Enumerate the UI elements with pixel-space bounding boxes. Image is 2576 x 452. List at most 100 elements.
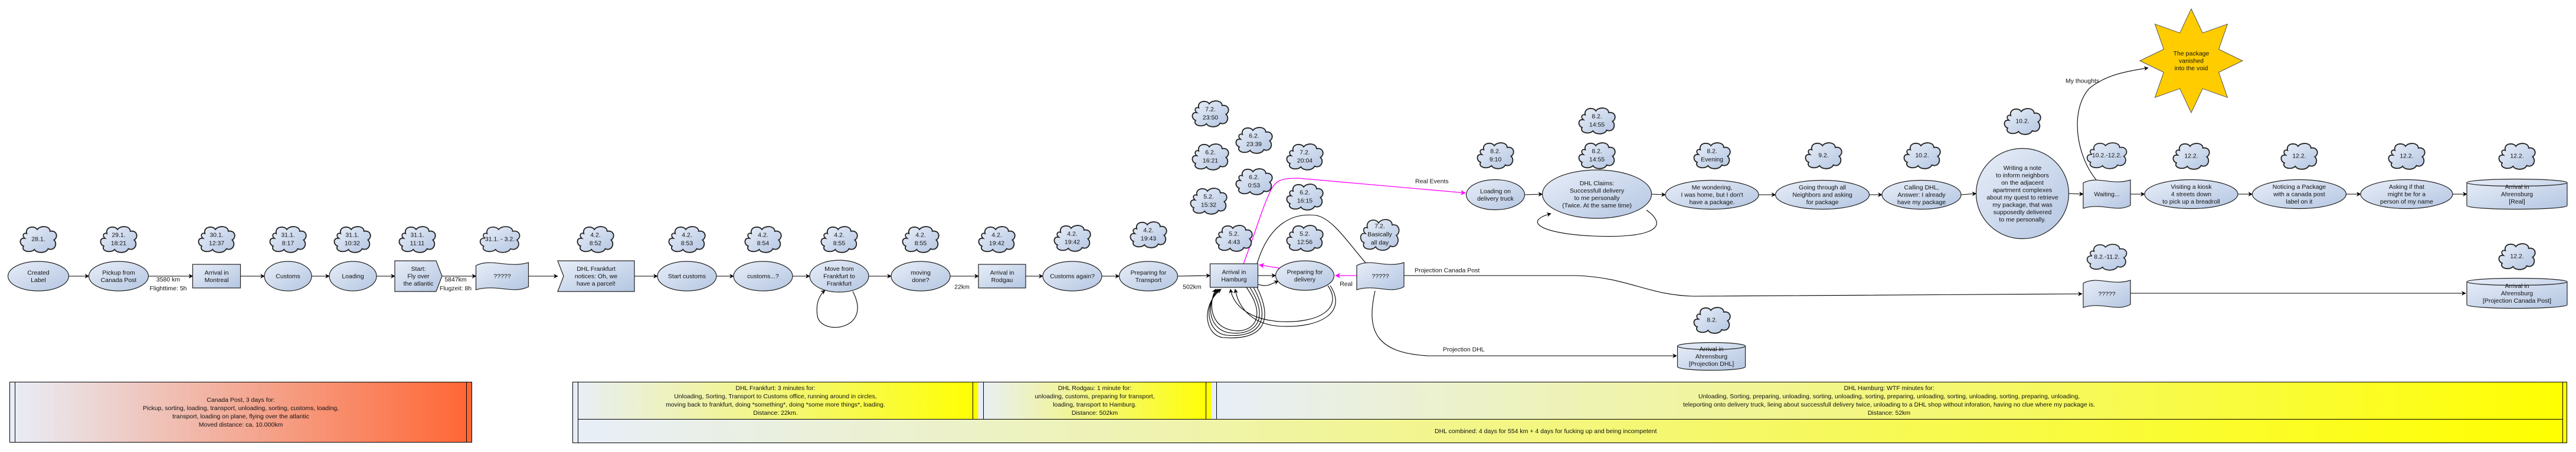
- timestamp-cloud: 12.2.: [2281, 143, 2317, 169]
- node-customs[interactable]: Customs: [264, 261, 312, 291]
- label-text: about my quest to retrieve: [1986, 194, 2058, 201]
- box-divider: [572, 382, 578, 443]
- cloud-shape: [978, 227, 1014, 253]
- summary-dhl-frankfurt: DHL Frankfurt: 3 minutes for: Unloading,…: [572, 382, 978, 420]
- node-loading[interactable]: Loading: [329, 261, 377, 291]
- label-text: 5.2.: [1203, 194, 1214, 201]
- label-text: Writing a note: [2004, 165, 2042, 172]
- connector-layer: [68, 66, 2467, 358]
- summary-line: moving back to frankfurt, doing *somethi…: [666, 401, 885, 408]
- timestamp-cloud: 4.2.8:55: [821, 227, 857, 253]
- label-text: 8.2.-11.2.: [2094, 254, 2120, 261]
- timestamp-cloud: 10.2.: [2004, 109, 2040, 135]
- rect-shape: [192, 264, 241, 289]
- label-text: 12.2.: [2510, 253, 2523, 260]
- cloud-shape: [902, 227, 938, 253]
- summary-line: Unloading, Sorting, preparing, unloading…: [1698, 393, 2080, 400]
- label-text: have my package: [1897, 199, 1946, 206]
- node-unknown1[interactable]: ?????: [475, 262, 529, 290]
- node-customsagain[interactable]: Customs again?: [1042, 261, 1102, 291]
- cloud-shape: [1694, 307, 1730, 333]
- cloud-shape: [2499, 244, 2535, 270]
- label-text: Noticing a Package: [2273, 184, 2326, 191]
- ellipse-shape: [1775, 179, 1870, 210]
- summary-dhl-combined: DHL combined: 4 days for 554 km + 4 days…: [572, 419, 2567, 443]
- ellipse-shape: [1275, 260, 1335, 291]
- label-text: 4.2.: [590, 232, 601, 239]
- label-text: Start customs: [668, 273, 706, 280]
- label-text: Real Events: [1415, 178, 1449, 185]
- label-text: ?????: [493, 273, 510, 280]
- label-text: 6.2.: [1300, 189, 1310, 196]
- label-text: have a parcel!: [577, 280, 616, 287]
- node-unknown2[interactable]: ?????: [1356, 262, 1405, 290]
- label-text: Asking if that: [2389, 184, 2424, 191]
- label-text: 4:43: [1228, 239, 1240, 246]
- label-text: Start:: [411, 266, 425, 273]
- label-text: Projection Canada Post: [1415, 267, 1480, 274]
- label-text: 19:43: [1141, 235, 1156, 243]
- ellipse-shape: [1042, 261, 1102, 291]
- label-text: 4.2.: [834, 232, 845, 239]
- label-text: Real: [1340, 281, 1353, 288]
- node-startcustoms[interactable]: Start customs: [657, 261, 717, 291]
- box-divider: [2562, 382, 2567, 443]
- timestamp-cloud: 10.2.-12.2.: [2087, 143, 2127, 169]
- timestamp-cloud: 7.2.23:50: [1192, 101, 1228, 127]
- timestamp-cloud: 4.2.8:55: [902, 227, 938, 253]
- summary-canada-post: Canada Post, 3 days for: Pickup, sorting…: [9, 382, 472, 443]
- label-text: 30.1.: [210, 232, 223, 239]
- label-text: vanished: [2179, 58, 2204, 65]
- node-customsq[interactable]: customs...?: [733, 261, 793, 291]
- label-text: Flighttime: 5h: [149, 285, 186, 292]
- summary-line: DHL Rodgau: 1 minute for:: [1058, 385, 1132, 392]
- summary-line: Distance: 502km: [1071, 410, 1118, 417]
- label-text: DHL Frankfurt: [577, 266, 616, 273]
- edge-label-real: Real: [1340, 281, 1353, 288]
- box-divider: [466, 382, 472, 443]
- flag-shape: [394, 260, 443, 292]
- cloud-shape: [2087, 244, 2127, 270]
- timestamp-cloud: 6.2.16:15: [1287, 184, 1323, 210]
- label-text: (Twice. At the same time): [1562, 202, 1632, 209]
- timestamp-cloud: 6.2.0:53: [1236, 169, 1272, 195]
- node-waiting[interactable]: Waiting...: [2083, 179, 2131, 209]
- label-text: 8:54: [757, 240, 770, 247]
- node-unknown3[interactable]: ?????: [2083, 280, 2131, 308]
- label-text: my package, that was: [1992, 201, 2053, 208]
- label-text: Calling DHL,: [1904, 184, 1939, 191]
- label-text: 31.1.: [410, 232, 424, 239]
- notch-shape: [557, 260, 635, 292]
- connector-arrow: [1537, 209, 1657, 237]
- node-wondering[interactable]: Me wondering,I was home, but I don'thave…: [1665, 179, 1759, 210]
- label-text: 9.2.: [1818, 152, 1829, 159]
- box-divider: [1206, 382, 1217, 420]
- connector-arrow: [1209, 287, 1263, 336]
- label-text: 8:52: [590, 240, 602, 247]
